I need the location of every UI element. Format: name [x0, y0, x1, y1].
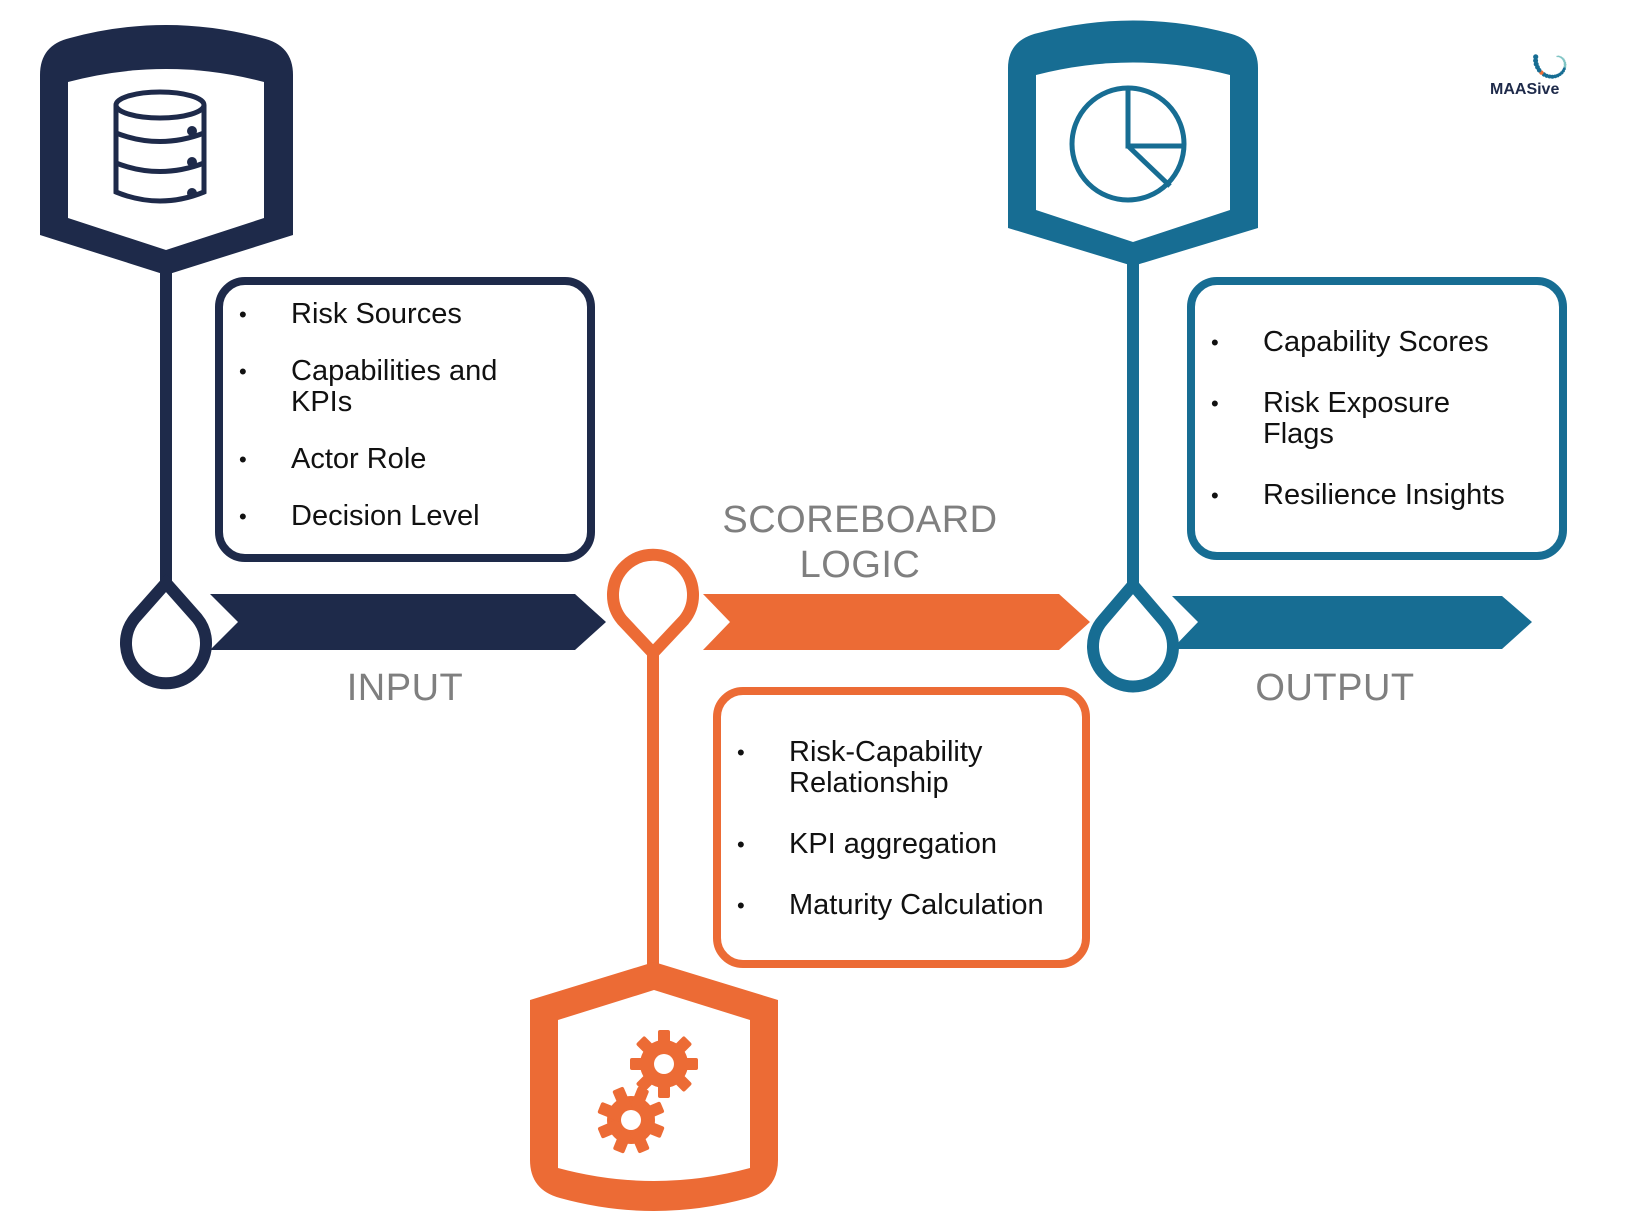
output-list: Capability Scores Risk Exposure Flags Re…	[1195, 327, 1559, 512]
spiral-dot	[1556, 55, 1558, 58]
output-drop	[1087, 575, 1179, 693]
logic-list: Risk-Capability Relationship KPI aggrega…	[721, 737, 1082, 922]
logic-stage-graphics	[530, 548, 1090, 1211]
list-item: Maturity Calculation	[721, 890, 1082, 922]
gears-icon	[597, 1030, 698, 1154]
input-stem	[160, 270, 172, 590]
list-item: Decision Level	[223, 501, 587, 533]
input-drop	[120, 573, 212, 690]
input-list-box: Risk Sources Capabilities and KPIs Actor…	[215, 277, 595, 562]
dot-spiral-icon	[1533, 54, 1567, 79]
list-item: Risk Sources	[223, 299, 587, 331]
logic-label-line2: LOGIC	[799, 544, 921, 586]
spiral-dot	[1533, 54, 1539, 60]
database-icon	[113, 89, 207, 204]
output-arrow	[1172, 596, 1532, 649]
logic-drop	[607, 548, 699, 662]
output-stem	[1127, 260, 1139, 585]
input-label: INPUT	[346, 667, 464, 709]
logic-list-box: Risk-Capability Relationship KPI aggrega…	[713, 687, 1090, 968]
input-list: Risk Sources Capabilities and KPIs Actor…	[223, 299, 587, 533]
logo-text: MAASive	[1490, 81, 1560, 98]
list-item: Capabilities and KPIs	[223, 356, 521, 418]
logic-arrow	[703, 594, 1090, 650]
output-stage-graphics	[1008, 20, 1532, 693]
input-arrow	[210, 594, 606, 650]
list-item: Actor Role	[223, 444, 587, 476]
spiral-dot	[1563, 63, 1567, 67]
pie-chart-icon	[1069, 85, 1187, 203]
list-item: Risk Exposure Flags	[1195, 388, 1483, 450]
list-item: KPI aggregation	[721, 829, 1082, 861]
list-item: Capability Scores	[1195, 327, 1559, 359]
input-stage-graphics	[40, 25, 606, 690]
output-label: OUTPUT	[1255, 667, 1415, 709]
list-item: Resilience Insights	[1195, 480, 1559, 512]
logic-label-line1: SCOREBOARD	[722, 499, 998, 541]
output-list-box: Capability Scores Risk Exposure Flags Re…	[1187, 277, 1567, 560]
list-item: Risk-Capability Relationship	[721, 737, 1019, 799]
spiral-dot	[1533, 58, 1539, 64]
logic-stem	[647, 650, 659, 970]
